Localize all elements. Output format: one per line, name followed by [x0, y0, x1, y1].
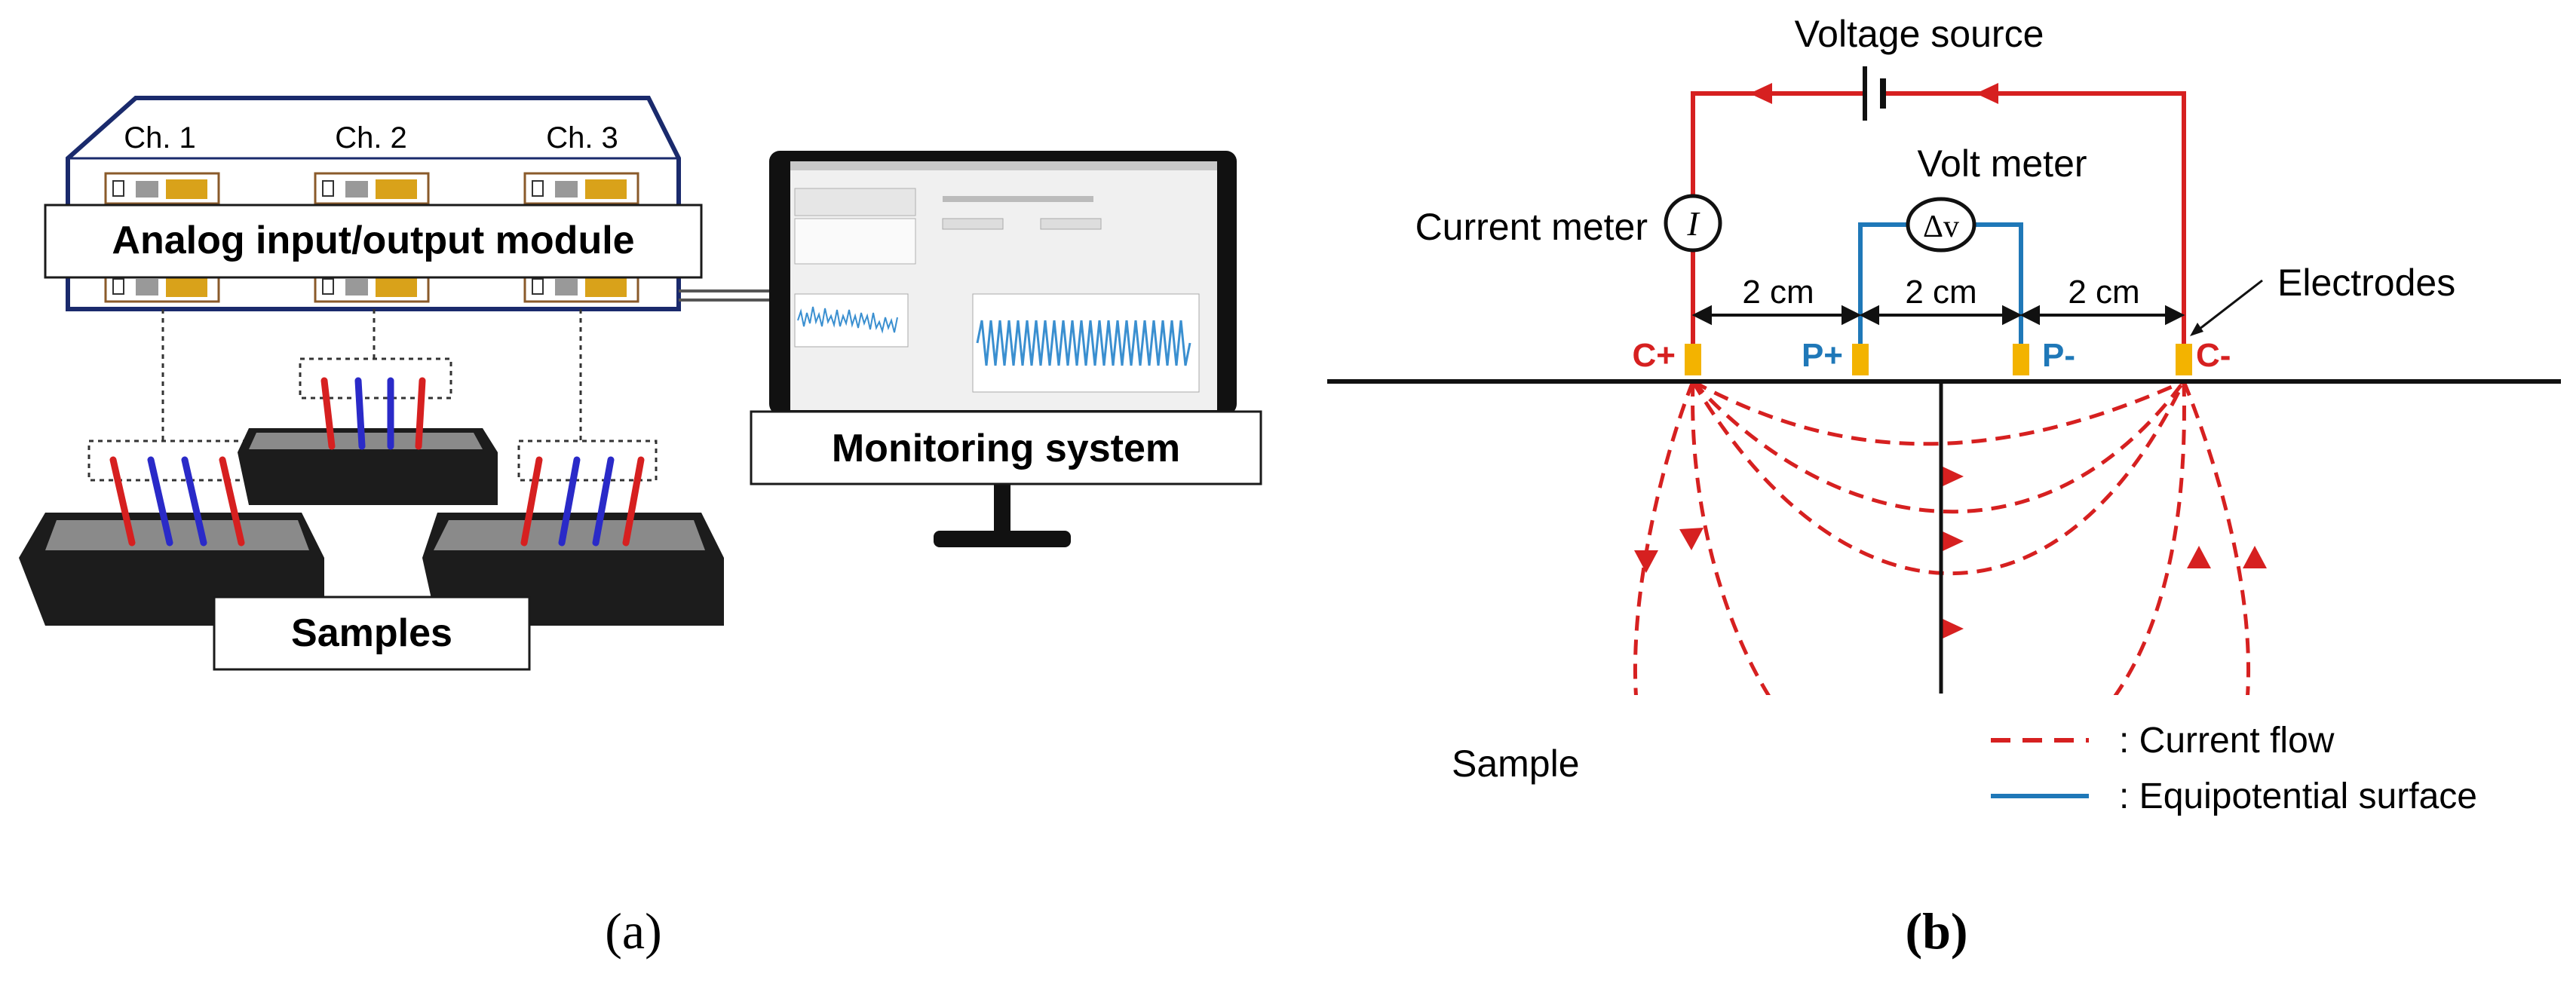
volt-meter-icon — [1906, 197, 1976, 253]
circuit-arrow-left — [1750, 83, 1772, 104]
electrode-label-c-plus: C+ — [1633, 337, 1676, 374]
panel-a: Ch. 1 Ch. 2 Ch. 3 — [19, 96, 1262, 960]
samples-label: Samples — [291, 611, 452, 655]
channel-label-1: Ch. 1 — [124, 121, 196, 155]
caption-a: (a) — [605, 902, 661, 960]
electrodes-pointer — [2195, 279, 2263, 333]
current-meter-symbol: I — [1686, 204, 1700, 243]
module-label: Analog input/output module — [112, 219, 634, 262]
current-flow-arrows — [1634, 466, 2267, 639]
dotted-connectors — [87, 309, 658, 482]
electrode-c-plus — [1685, 344, 1701, 375]
legend-current-flow-label: : Current flow — [2119, 721, 2335, 761]
spacing-label-2: 2 cm — [1905, 274, 1976, 311]
electrode-label-c-minus: C- — [2196, 337, 2231, 374]
legend: : Current flow : Equipotential surface — [1991, 721, 2477, 816]
samples-label-box — [213, 596, 531, 671]
module-to-monitor-cable — [679, 289, 777, 302]
terminal-block-top-3 — [523, 172, 639, 205]
sample-label: Sample — [1452, 743, 1580, 785]
module-label-box — [44, 204, 703, 279]
electrode-p-plus — [1852, 344, 1869, 375]
monitoring-label-box — [750, 410, 1262, 485]
screen-signal-small — [797, 306, 898, 334]
sample-block-right — [422, 513, 724, 626]
caption-b: (b) — [1905, 902, 1967, 960]
spacing-dimensions — [1691, 305, 2185, 326]
electrodes-pointer-head — [2190, 323, 2203, 336]
electrode-wires-right — [520, 456, 645, 547]
analog-module: Ch. 1 Ch. 2 Ch. 3 — [44, 96, 703, 311]
channel-label-3: Ch. 3 — [546, 121, 618, 155]
terminal-block-top-1 — [104, 172, 220, 205]
voltage-source-label: Voltage source — [1795, 13, 2044, 55]
legend-equipotential-label: : Equipotential surface — [2119, 776, 2477, 816]
electrode-label-p-plus: P+ — [1802, 337, 1843, 374]
volt-meter-symbol: Δv — [1923, 210, 1959, 244]
electrodes-label: Electrodes — [2277, 262, 2455, 304]
monitor — [769, 151, 1237, 547]
battery-icon — [1863, 66, 1886, 121]
electrode-label-p-minus: P- — [2042, 337, 2075, 374]
screen-signal-large — [976, 320, 1191, 366]
current-meter-label: Current meter — [1415, 206, 1648, 248]
current-meter-icon — [1664, 194, 1722, 253]
spacing-label-1: 2 cm — [1742, 274, 1814, 311]
monitoring-label: Monitoring system — [832, 427, 1180, 470]
electrode-c-minus — [2176, 344, 2192, 375]
channel-label-2: Ch. 2 — [335, 121, 407, 155]
electrode-wires-center — [320, 377, 426, 450]
volt-circuit — [1858, 222, 2023, 347]
electrode-wires-left — [109, 456, 245, 547]
circuit-arrow-right — [1976, 83, 1998, 104]
sample-block-center — [238, 428, 498, 505]
terminal-block-top-2 — [314, 172, 430, 205]
spacing-label-3: 2 cm — [2068, 274, 2139, 311]
electrode-p-minus — [2013, 344, 2029, 375]
panel-b: Voltage source Current meter I Volt mete… — [1327, 13, 2561, 960]
volt-meter-label: Volt meter — [1917, 142, 2087, 185]
